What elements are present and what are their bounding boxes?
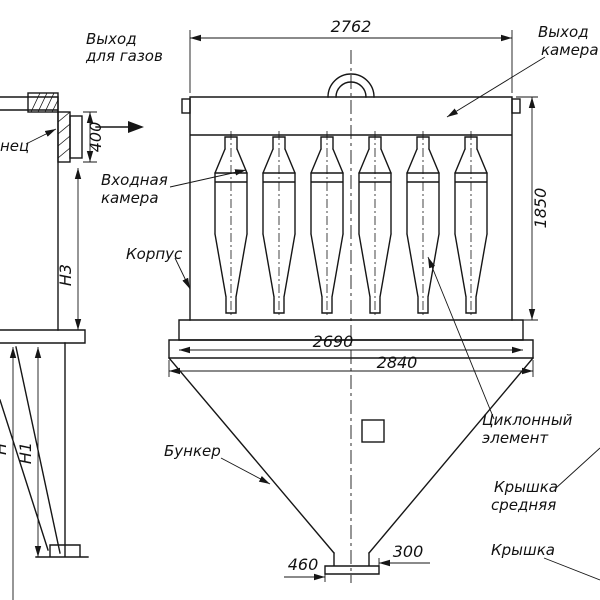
flange-tab-right — [511, 98, 521, 114]
label-cyclone-element-line2: элемент — [482, 429, 549, 447]
label-cover-middle-line2: средняя — [491, 496, 556, 514]
leader-cover — [543, 557, 600, 581]
label-inlet-chamber-line2: камера — [101, 189, 159, 207]
gas-flow-arrow — [95, 121, 144, 133]
top-flange-section — [27, 92, 59, 113]
label-inlet-chamber-line1: Входная — [101, 171, 168, 189]
leader-korpus — [174, 257, 191, 290]
gas-outlet-flange-hatch — [57, 111, 71, 159]
left-view: 400 Н3 Н1 Н Выход для газов нец — [0, 30, 163, 600]
flange-band-lower — [168, 339, 534, 359]
dim-1850: 1850 — [531, 188, 550, 229]
collector-body — [189, 96, 513, 321]
leader-cover-middle — [555, 447, 600, 489]
label-gas-outlet-line1: Выход — [86, 30, 137, 48]
leader-flange — [25, 128, 57, 145]
dim-300: 300 — [393, 542, 424, 561]
leader-outlet-chamber — [446, 56, 546, 118]
inspection-hatch — [361, 419, 385, 443]
label-cyclone-element-line1: Циклонный — [482, 411, 573, 429]
dim-h3: Н3 — [56, 264, 75, 286]
label-gas-outlet-line2: для газов — [85, 47, 163, 65]
label-bunker: Бункер — [164, 442, 221, 460]
dim-400: 400 — [86, 122, 105, 153]
gas-outlet-duct — [69, 115, 83, 159]
dim-h: Н — [0, 443, 10, 455]
leader-cyclone-element — [427, 256, 495, 420]
dim-2690: 2690 — [313, 332, 354, 351]
flange-tab-left — [181, 98, 191, 114]
label-cover-middle-line1: Крышка — [494, 478, 558, 496]
leader-inlet-chamber — [169, 169, 247, 188]
leader-bunker — [220, 457, 271, 485]
label-korpus: Корпус — [126, 245, 183, 263]
label-outlet-chamber-line2: камера — [541, 41, 599, 59]
right-view: 2690 2840 460 300 2762 1850 Выход камера… — [101, 17, 600, 583]
lifting-lug — [327, 73, 375, 98]
label-outlet-chamber-line1: Выход — [538, 23, 589, 41]
label-flange-partial: нец — [0, 137, 29, 155]
dim-h1: Н1 — [16, 442, 35, 464]
hopper — [168, 357, 534, 575]
support-band-side — [0, 329, 86, 344]
dim-2762: 2762 — [331, 17, 372, 36]
dim-460: 460 — [288, 555, 319, 574]
dim-2840: 2840 — [377, 353, 418, 372]
top-flange-hatch — [30, 92, 59, 113]
label-cover-partial: Крышка — [491, 541, 555, 559]
